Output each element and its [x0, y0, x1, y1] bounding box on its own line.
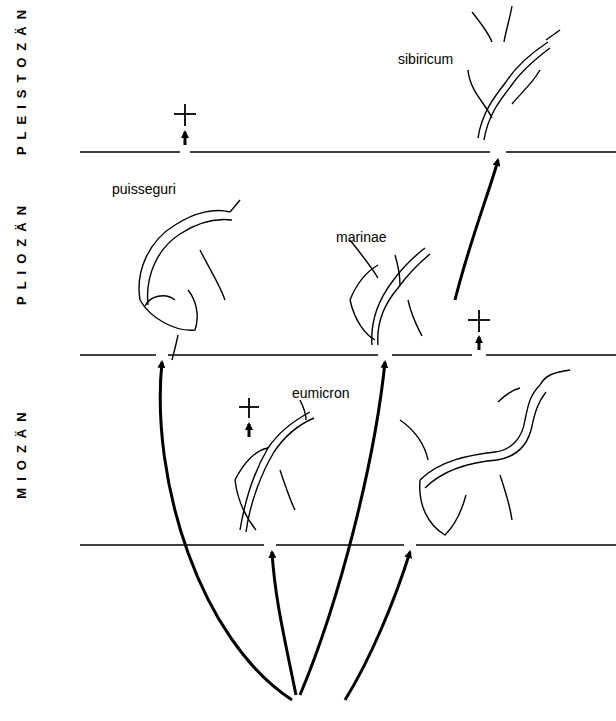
species-name: sibiricum [398, 52, 453, 67]
epoch-boundaries [80, 152, 616, 545]
lineage-arrows [160, 132, 498, 700]
bone-sketches [139, 6, 570, 535]
epoch-label: MIOZÄN [15, 405, 29, 498]
epoch-label: PLEISTOZÄN [15, 3, 29, 155]
extinction-crosses [174, 104, 490, 418]
epoch-label: PLIOZÄN [15, 199, 29, 305]
species-name: eumicron [292, 386, 350, 401]
species-name: puisseguri [112, 182, 176, 197]
species-name: marinae [336, 230, 387, 245]
